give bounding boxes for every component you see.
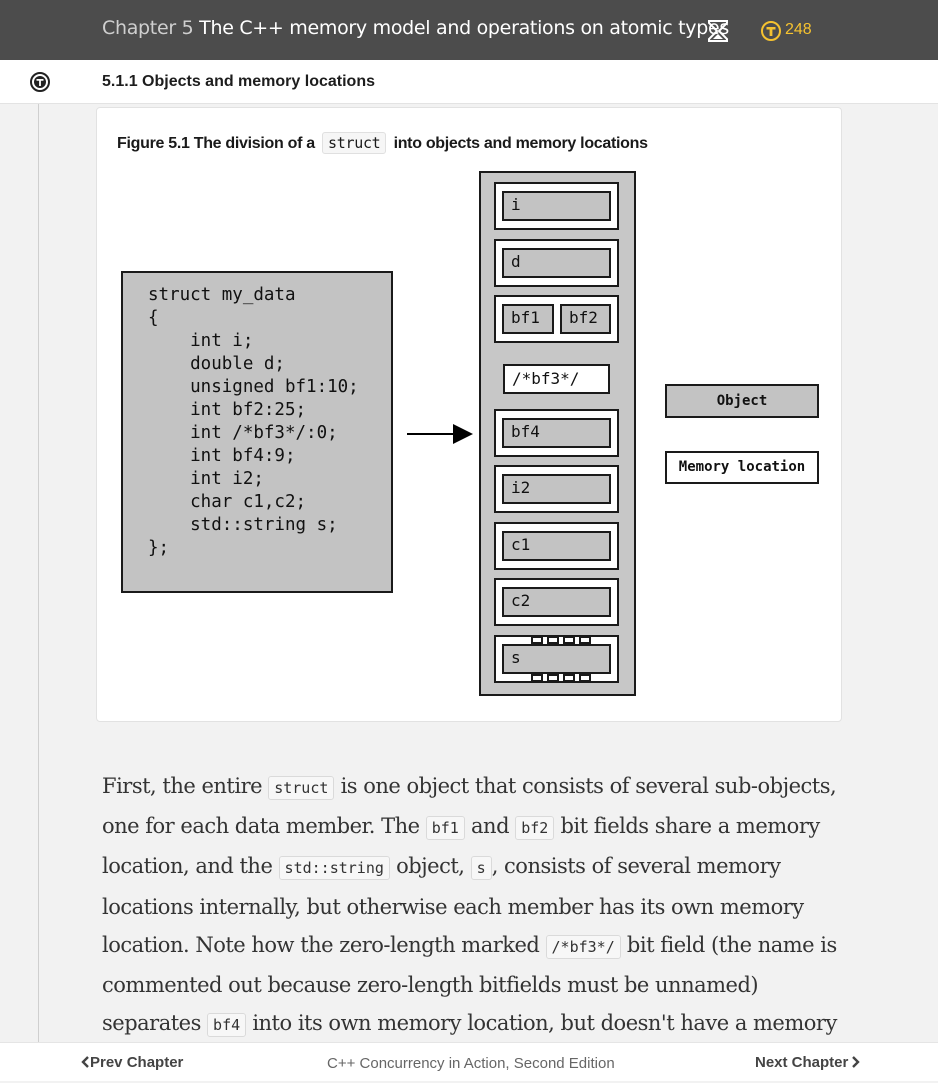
memory-location-c1: c1: [494, 522, 619, 570]
memory-location-i: i: [494, 182, 619, 230]
string-internal-location: [563, 674, 575, 682]
inline-code: bf2: [515, 816, 555, 841]
code-line: int bf2:25;: [148, 400, 307, 420]
text-run: and: [464, 814, 516, 839]
inline-code: bf4: [207, 1013, 247, 1038]
chevron-right-icon: [852, 1056, 861, 1068]
string-internal-location: [547, 674, 559, 682]
chapter-name: The C++ memory model and operations on a…: [199, 17, 729, 39]
bottom-nav: Prev Chapter C++ Concurrency in Action, …: [0, 1042, 938, 1081]
section-title: 5.1.1 Objects and memory locations: [102, 73, 375, 90]
object-bf3: /*bf3*/: [503, 364, 610, 394]
caption-prefix: Figure 5.1 The division of a: [117, 135, 315, 152]
inline-code: /*bf3*/: [545, 934, 621, 959]
book-title[interactable]: C++ Concurrency in Action, Second Editio…: [327, 1055, 615, 1072]
prev-chapter-label: Prev Chapter: [90, 1054, 184, 1071]
next-chapter-link[interactable]: Next Chapter: [755, 1054, 861, 1071]
string-internal-location: [531, 636, 543, 644]
code-line: double d;: [148, 354, 285, 374]
code-line: {: [148, 308, 159, 328]
memory-location-i2: i2: [494, 465, 619, 513]
text-run: object,: [389, 854, 471, 879]
text-run: , consists of several memory locations i…: [102, 854, 804, 957]
legend-memory-location: Memory location: [665, 451, 819, 484]
hourglass-icon[interactable]: [707, 20, 729, 42]
object-bf4: bf4: [502, 418, 611, 448]
string-internal-location: [579, 636, 591, 644]
section-bar: 5.1.1 Objects and memory locations: [0, 60, 938, 104]
top-header: Chapter 5 The C++ memory model and opera…: [0, 0, 938, 60]
toc-toggle-icon[interactable]: [30, 72, 50, 92]
text-run: First, the entire: [102, 774, 269, 798]
string-internal-location: [563, 636, 575, 644]
object-bf2: bf2: [560, 304, 611, 334]
inline-code: s: [470, 856, 492, 881]
code-line: std::string s;: [148, 515, 338, 535]
code-line: unsigned bf1:10;: [148, 377, 359, 397]
object-c2: c2: [502, 587, 611, 617]
chapter-number: Chapter 5: [102, 17, 194, 39]
inline-code: std::string: [278, 856, 390, 881]
token-coin-icon[interactable]: [761, 21, 781, 41]
object-i2: i2: [502, 474, 611, 504]
inline-code: bf1: [425, 816, 465, 841]
string-internal-location: [531, 674, 543, 682]
text-run: bit fields share a memory location, and …: [102, 814, 820, 879]
object-bf1: bf1: [502, 304, 554, 334]
text-run: is one object that consists of several s…: [102, 774, 837, 839]
code-line: char c1,c2;: [148, 492, 307, 512]
object-c1: c1: [502, 531, 611, 561]
token-count: 248: [785, 21, 812, 38]
code-line: int i2;: [148, 469, 264, 489]
next-chapter-label: Next Chapter: [755, 1054, 849, 1071]
code-line: int i;: [148, 331, 254, 351]
text-run: bit field (the name is commented out bec…: [102, 932, 837, 1036]
object-d: d: [502, 248, 611, 278]
arrow-head-icon: [453, 424, 473, 444]
object-s: s: [502, 644, 611, 674]
chapter-title[interactable]: Chapter 5 The C++ memory model and opera…: [102, 17, 729, 39]
caption-code: struct: [322, 132, 387, 154]
figure-card: Figure 5.1 The division of a struct into…: [96, 107, 842, 722]
legend-object: Object: [665, 384, 819, 418]
memory-layout-column: i d bf1 bf2 /*bf3*/ bf4 i2 c1 c2 s: [479, 171, 636, 696]
prev-chapter-link[interactable]: Prev Chapter: [80, 1054, 183, 1071]
inline-code: struct: [268, 776, 335, 800]
code-line: int bf4:9;: [148, 446, 296, 466]
memory-location-bf1-bf2: bf1 bf2: [494, 295, 619, 343]
string-internal-location: [579, 674, 591, 682]
struct-code-box: struct my_data { int i; double d; unsign…: [121, 271, 393, 593]
code-line: int /*bf3*/:0;: [148, 423, 338, 443]
memory-location-bf4: bf4: [494, 409, 619, 457]
memory-location-c2: c2: [494, 578, 619, 626]
arrow-icon: [407, 433, 457, 435]
code-line: };: [148, 538, 170, 558]
caption-suffix: into objects and memory locations: [393, 135, 648, 152]
code-line: struct my_data: [148, 285, 296, 305]
progress-rule: [38, 104, 39, 1042]
string-internal-location: [547, 636, 559, 644]
figure-caption: Figure 5.1 The division of a struct into…: [117, 132, 648, 154]
body-paragraph: First, the entire struct is one object t…: [102, 767, 842, 1083]
memory-location-d: d: [494, 239, 619, 287]
chevron-left-icon: [81, 1056, 89, 1068]
object-i: i: [502, 191, 611, 221]
